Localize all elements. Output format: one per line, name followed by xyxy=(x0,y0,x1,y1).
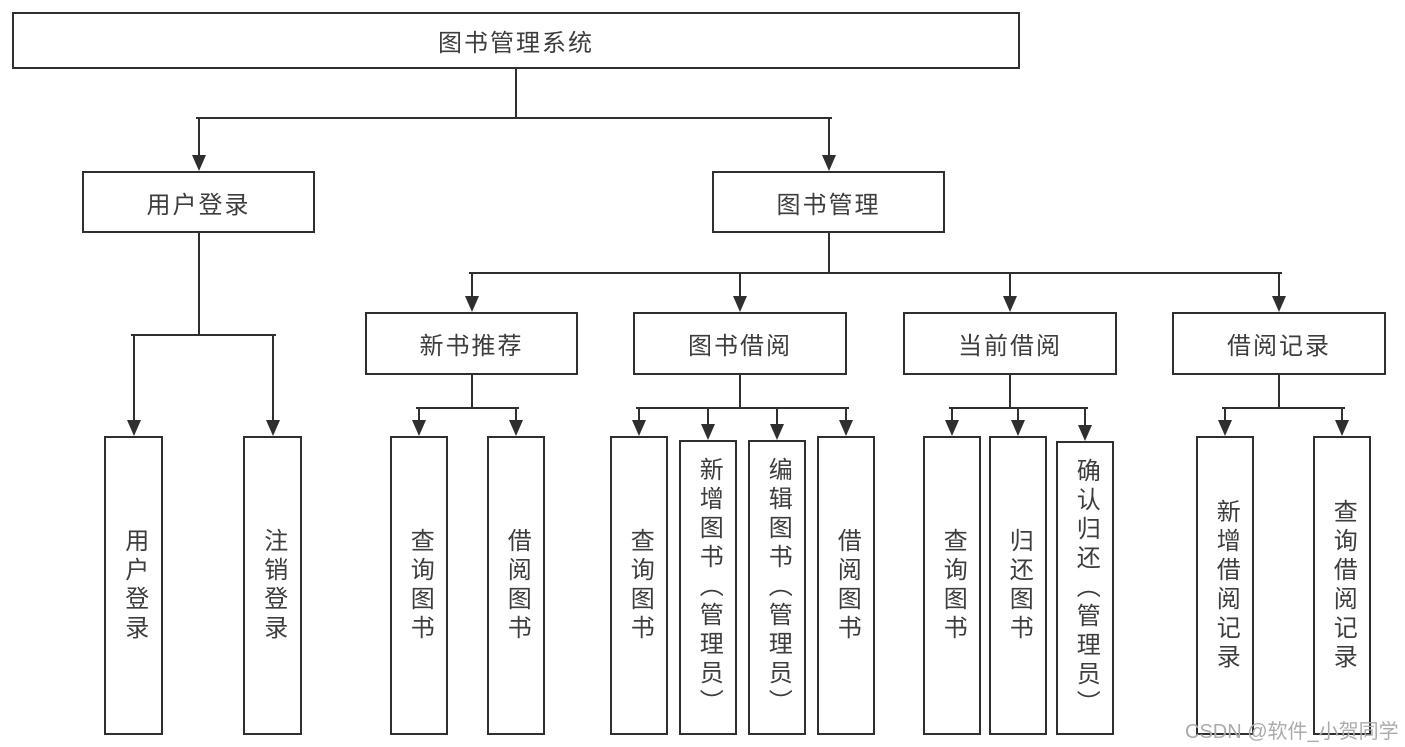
node-return-book: 归还图书 xyxy=(989,436,1047,735)
node-confirm-return-admin: 确认归还（管理员） xyxy=(1056,441,1114,735)
arrowhead-down-icon xyxy=(770,424,784,440)
node-label: 查询图书 xyxy=(939,527,967,644)
connector-line xyxy=(951,408,953,428)
connector-line xyxy=(776,408,778,432)
arrowhead-down-icon xyxy=(733,296,747,312)
connector-line xyxy=(827,118,830,163)
connector-line xyxy=(1278,273,1280,304)
arrowhead-down-icon xyxy=(412,420,426,436)
arrowhead-down-icon xyxy=(839,420,853,436)
arrowhead-down-icon xyxy=(1003,296,1017,312)
node-label: 编辑图书（管理员） xyxy=(764,457,792,718)
connector-line xyxy=(1222,407,1345,409)
connector-line xyxy=(515,69,517,119)
watermark: CSDN @软件_小贺同学 xyxy=(1185,721,1399,743)
node-current-borrow: 当前借阅 xyxy=(903,312,1117,375)
node-label: 查询图书 xyxy=(406,527,434,644)
arrowhead-down-icon xyxy=(509,420,523,436)
connector-line xyxy=(418,408,420,428)
node-borrow-records: 借阅记录 xyxy=(1172,312,1386,375)
connector-line xyxy=(271,335,274,428)
node-label: 查询图书 xyxy=(626,527,654,644)
node-book-mgmt: 图书管理 xyxy=(712,171,945,233)
arrowhead-down-icon xyxy=(191,155,206,171)
node-label: 归还图书 xyxy=(1005,527,1033,644)
connector-line xyxy=(739,273,741,304)
node-label: 图书管理系统 xyxy=(438,30,594,57)
node-new-book-rec: 新书推荐 xyxy=(365,312,578,375)
node-label: 用户登录 xyxy=(120,527,148,644)
node-label: 图书管理 xyxy=(776,191,881,219)
node-borrow-books-borrow: 借阅图书 xyxy=(817,436,875,735)
node-label: 用户登录 xyxy=(146,191,251,219)
connector-line xyxy=(197,233,200,336)
arrowhead-down-icon xyxy=(1011,420,1025,436)
connector-line xyxy=(470,273,473,304)
connector-line xyxy=(1009,375,1011,409)
node-query-borrow-record: 查询借阅记录 xyxy=(1313,436,1371,735)
arrowhead-down-icon xyxy=(701,424,715,440)
arrowhead-down-icon xyxy=(1078,425,1092,441)
arrowhead-down-icon xyxy=(464,296,479,312)
node-login-op: 用户登录 xyxy=(104,436,163,735)
node-add-book-admin: 新增图书（管理员） xyxy=(679,440,737,735)
node-query-books-borrow: 查询图书 xyxy=(610,436,668,735)
connector-line xyxy=(416,407,519,409)
connector-line xyxy=(707,408,709,432)
arrowhead-down-icon xyxy=(1335,420,1349,436)
node-label: 当前借阅 xyxy=(958,333,1062,360)
connector-line xyxy=(468,272,1282,274)
node-root: 图书管理系统 xyxy=(12,12,1020,69)
connector-line xyxy=(1084,408,1086,433)
connector-line xyxy=(1009,273,1011,304)
connector-line xyxy=(1224,408,1226,428)
connector-line xyxy=(1017,408,1019,428)
connector-line xyxy=(197,118,200,163)
arrowhead-down-icon xyxy=(1272,296,1286,312)
connector-line xyxy=(636,407,849,409)
connector-line xyxy=(638,408,640,428)
node-label: 借阅记录 xyxy=(1227,333,1331,360)
node-query-books-newrec: 查询图书 xyxy=(390,436,448,735)
node-logout-op: 注销登录 xyxy=(243,436,302,735)
connector-line xyxy=(470,375,473,409)
node-label: 查询借阅记录 xyxy=(1329,498,1357,673)
connector-line xyxy=(739,375,741,409)
connector-line xyxy=(1341,408,1343,428)
arrowhead-down-icon xyxy=(632,420,646,436)
node-label: 新增借阅记录 xyxy=(1212,498,1240,673)
connector-line xyxy=(845,408,847,428)
arrowhead-down-icon xyxy=(1218,420,1232,436)
node-book-borrow: 图书借阅 xyxy=(633,312,847,375)
node-label: 借阅图书 xyxy=(503,527,531,644)
connector-line xyxy=(1278,375,1280,409)
node-label: 新书推荐 xyxy=(419,333,524,360)
node-label: 图书借阅 xyxy=(688,333,792,360)
arrowhead-down-icon xyxy=(945,420,959,436)
node-add-borrow-record: 新增借阅记录 xyxy=(1196,436,1254,735)
node-query-books-current: 查询图书 xyxy=(923,436,981,735)
node-label: 借阅图书 xyxy=(833,527,861,644)
node-label: 确认归还（管理员） xyxy=(1072,457,1100,719)
node-user-login: 用户登录 xyxy=(82,171,315,233)
connector-line xyxy=(827,233,830,274)
node-borrow-books-newrec: 借阅图书 xyxy=(487,436,545,735)
arrowhead-down-icon xyxy=(265,420,280,436)
connector-line xyxy=(132,335,135,428)
node-label: 新增图书（管理员） xyxy=(695,457,723,718)
node-edit-book-admin: 编辑图书（管理员） xyxy=(748,440,806,735)
arrowhead-down-icon xyxy=(126,420,141,436)
connector-line xyxy=(515,408,517,428)
node-label: 注销登录 xyxy=(259,527,287,644)
arrowhead-down-icon xyxy=(821,155,836,171)
connector-line xyxy=(195,117,832,119)
connector-line xyxy=(130,334,276,336)
